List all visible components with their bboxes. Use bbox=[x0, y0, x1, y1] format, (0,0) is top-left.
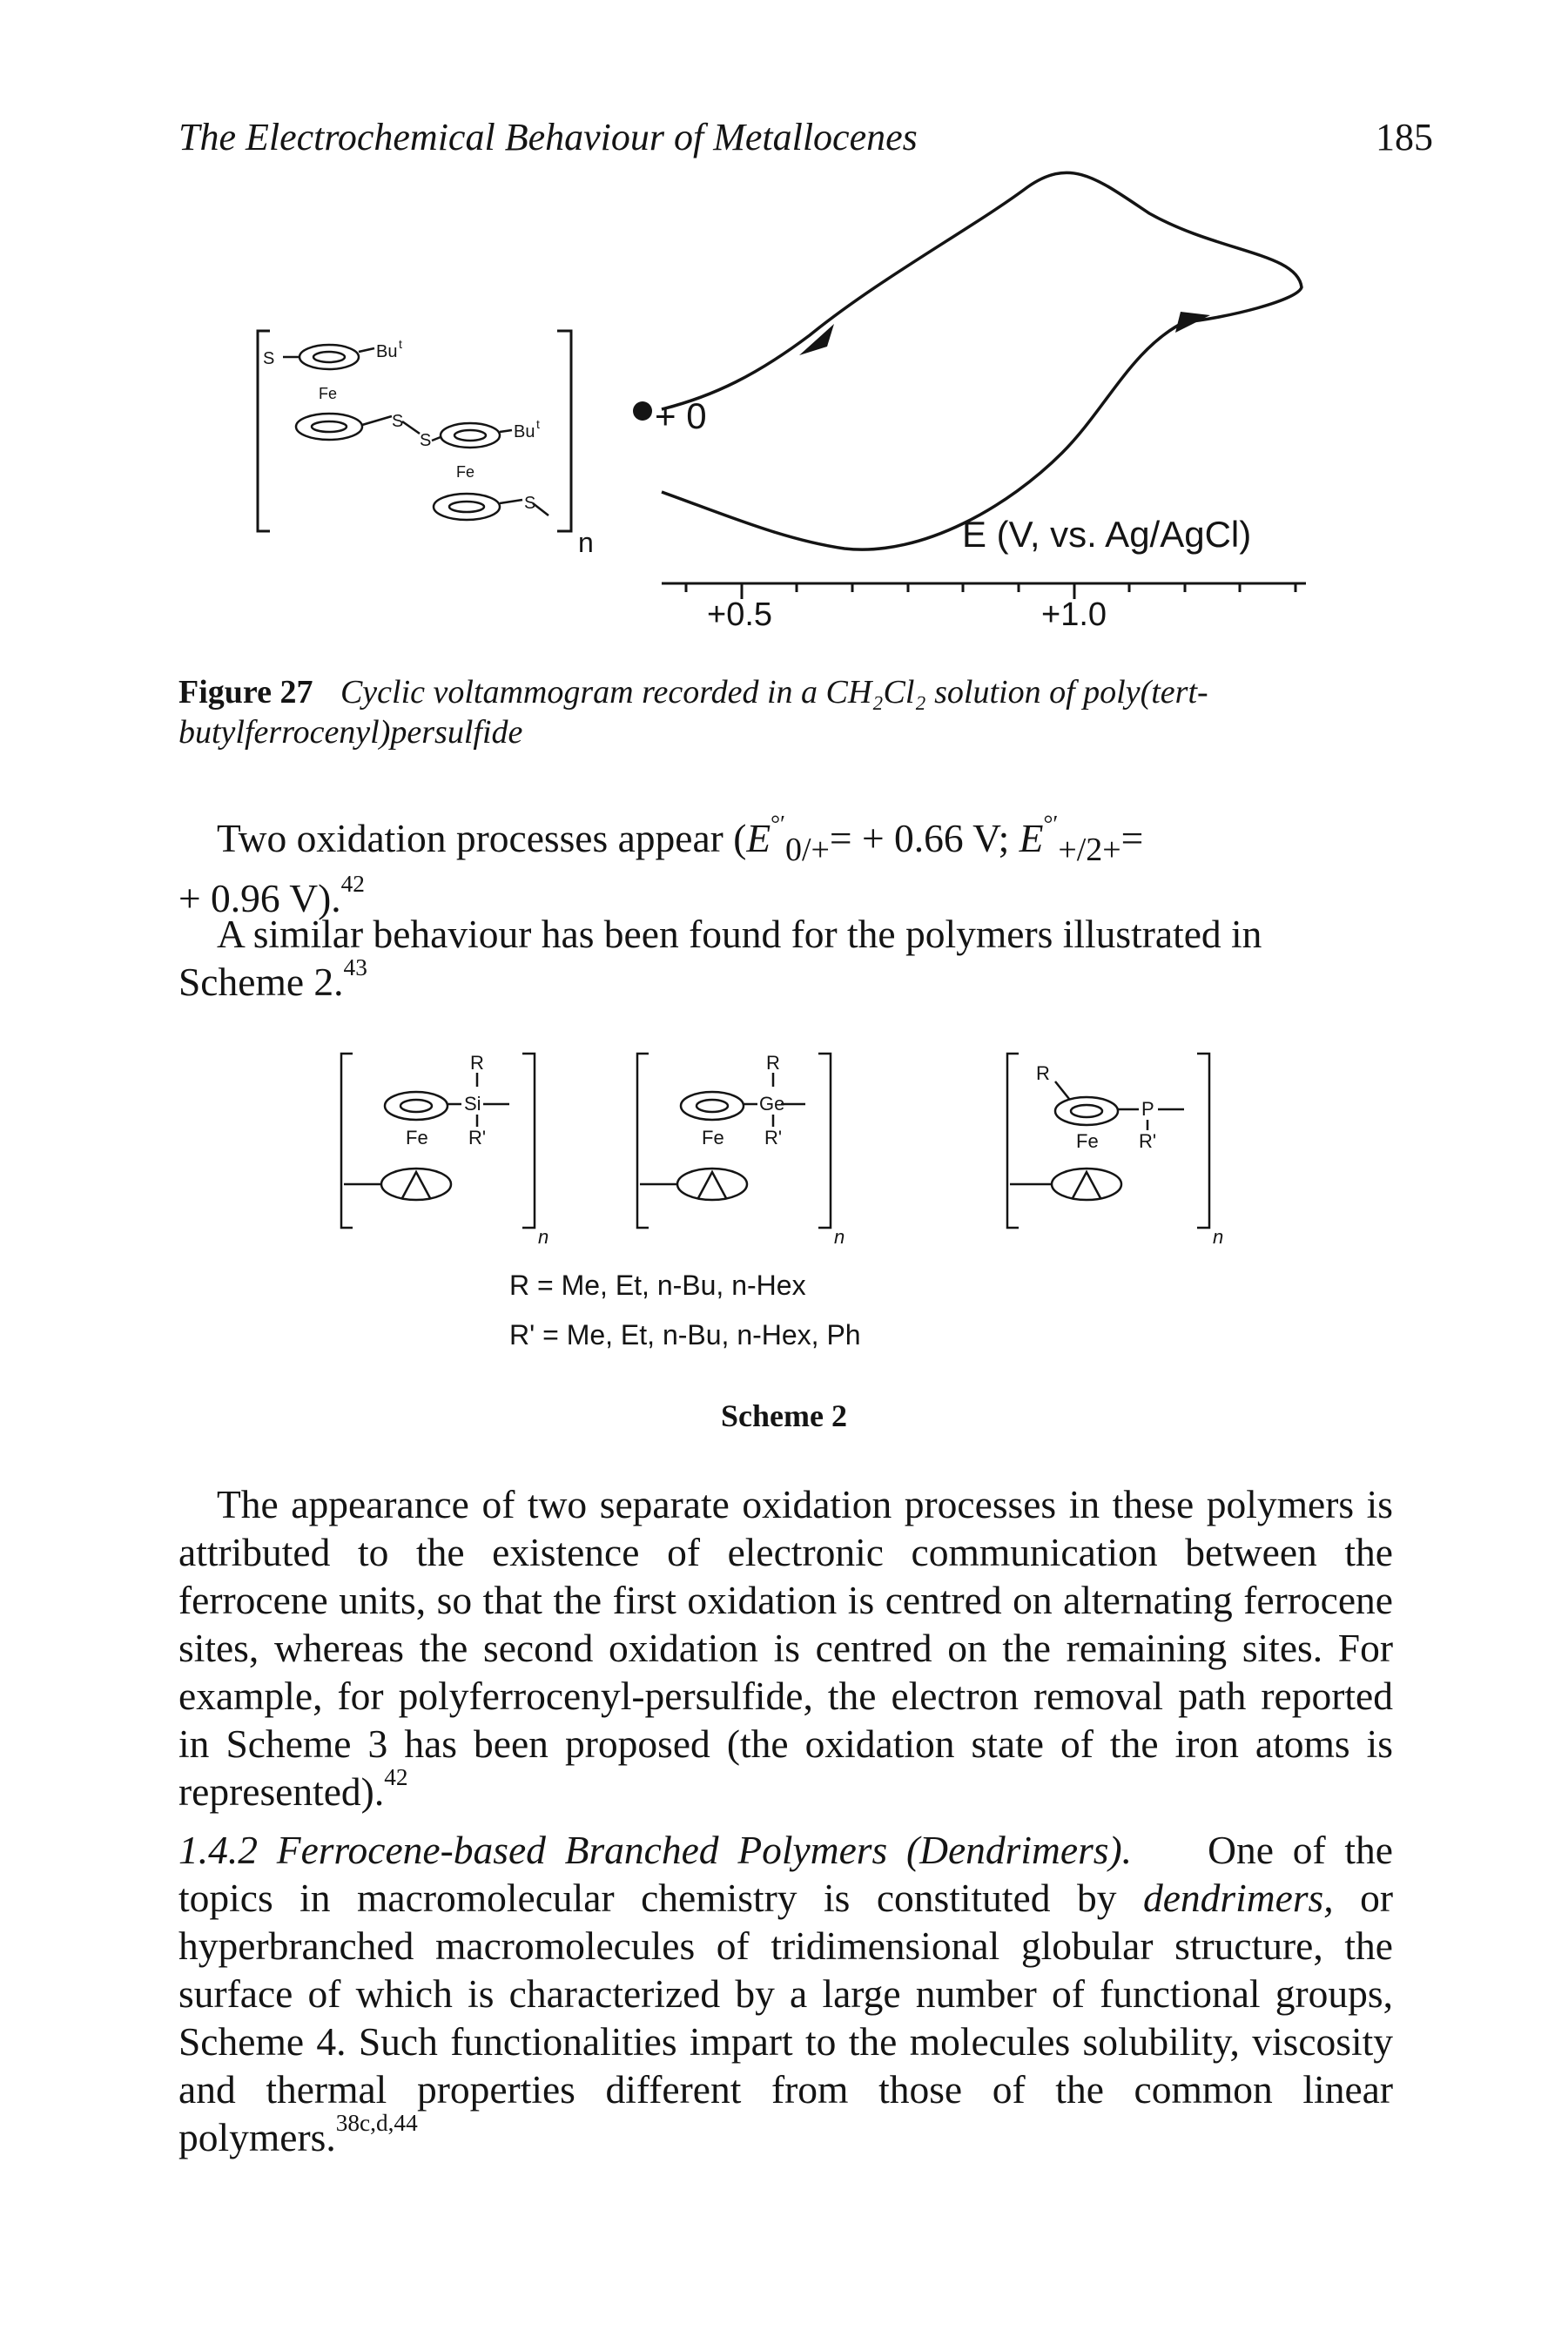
r-prime-definition: R' = Me, Et, n-Bu, n-Hex, Ph bbox=[509, 1319, 861, 1351]
label-but1: Bu bbox=[376, 342, 397, 361]
s2-u3-p: P bbox=[1141, 1098, 1154, 1120]
start-marker-label: + 0 bbox=[655, 395, 707, 436]
tick-label-1: +1.0 bbox=[1041, 596, 1107, 633]
figure-caption-text: Cyclic voltammogram recorded in a CH₂Cl₂… bbox=[178, 674, 1208, 751]
s2-u1-r: R bbox=[470, 1052, 484, 1074]
axis-label: E (V, vs. Ag/AgCl) bbox=[962, 514, 1251, 555]
section-heading: 1.4.2 Ferrocene-based Branched Polymers … bbox=[178, 1828, 1133, 1872]
persulfide-structure-labels: S Bu t Fe S S Bu t Fe S n bbox=[263, 337, 594, 558]
e1-symbol: E bbox=[746, 816, 771, 860]
label-s4: S bbox=[524, 494, 535, 513]
s2-u3-n: n bbox=[1213, 1226, 1223, 1248]
paragraph-similar-behaviour: A similar behaviour has been found for t… bbox=[178, 910, 1393, 1012]
s2-u2-r: R bbox=[766, 1052, 780, 1074]
e2-symbol: E bbox=[1019, 816, 1044, 860]
e2-subscript: +/2+ bbox=[1058, 832, 1121, 869]
para3-ref: 42 bbox=[384, 1763, 408, 1790]
potential-axis bbox=[662, 582, 1306, 599]
s2-u1-fe: Fe bbox=[406, 1127, 428, 1149]
scheme-2-structures: R Si R' Fe n R Ge R' Fe n R P R' Fe n bbox=[340, 1052, 1223, 1248]
figure-caption: Figure 27 Cyclic voltammogram recorded i… bbox=[178, 672, 1397, 752]
label-n: n bbox=[578, 527, 594, 558]
persulfide-structure bbox=[256, 329, 573, 533]
s2-u3-rp: R' bbox=[1139, 1130, 1156, 1152]
label-t1: t bbox=[399, 337, 402, 351]
label-t2: t bbox=[536, 417, 540, 431]
section-dendrimers: 1.4.2 Ferrocene-based Branched Polymers … bbox=[178, 1826, 1393, 2167]
label-fe1: Fe bbox=[319, 385, 337, 402]
label-fe2: Fe bbox=[456, 463, 474, 481]
s2-u2-fe: Fe bbox=[702, 1127, 724, 1149]
scheme-caption: Scheme 2 bbox=[721, 1398, 847, 1433]
label-but2: Bu bbox=[514, 422, 535, 441]
cv-arrow-forward bbox=[799, 324, 834, 355]
s2-u3-r: R bbox=[1036, 1062, 1050, 1084]
e2-value: = bbox=[1120, 816, 1144, 860]
e2-superscript: °′ bbox=[1043, 810, 1059, 837]
para2-text: A similar behaviour has been found for t… bbox=[178, 912, 1262, 1004]
s2-u2-rp: R' bbox=[764, 1127, 782, 1149]
tick-label-0: +0.5 bbox=[707, 596, 772, 633]
voltammogram bbox=[661, 171, 1303, 551]
cv-curve bbox=[661, 171, 1303, 551]
label-s1: S bbox=[263, 349, 274, 368]
s2-u1-si: Si bbox=[464, 1093, 481, 1115]
e1-value: = + 0.66 V; bbox=[829, 816, 1020, 860]
label-s2: S bbox=[392, 412, 403, 431]
r-definition: R = Me, Et, n-Bu, n-Hex bbox=[509, 1270, 806, 1301]
running-title: The Electrochemical Behaviour of Metallo… bbox=[178, 116, 918, 158]
s2-u3-fe: Fe bbox=[1076, 1130, 1099, 1152]
s2-u1-n: n bbox=[538, 1226, 548, 1248]
figure-label: Figure 27 bbox=[178, 674, 313, 711]
figure-27: S Bu t Fe S S Bu t Fe S n + 0 E (V, vs. … bbox=[256, 171, 1306, 633]
label-s3: S bbox=[420, 431, 431, 450]
section-text-a: One of the topics in macromolecular chem… bbox=[178, 1828, 1393, 1920]
e1-superscript: °′ bbox=[771, 810, 786, 837]
section-ref: 38c,d,44 bbox=[335, 2109, 418, 2136]
para3-text: The appearance of two separate oxidation… bbox=[178, 1482, 1393, 1814]
e1-subscript: 0/+ bbox=[785, 832, 830, 869]
para1-ref: 42 bbox=[340, 870, 365, 897]
s2-u2-ge: Ge bbox=[759, 1093, 784, 1115]
para1-line2: + 0.96 V). bbox=[178, 876, 341, 921]
s2-u1-rp: R' bbox=[468, 1127, 486, 1149]
page-number: 185 bbox=[1376, 116, 1433, 158]
s2-u2-n: n bbox=[834, 1226, 845, 1248]
paragraph-oxidation-potentials: Two oxidation processes appear (E°′0/+= … bbox=[178, 810, 1393, 928]
para1-text: Two oxidation processes appear ( bbox=[217, 816, 747, 860]
section-text-b: or hyperbranched macromolecules of tridi… bbox=[178, 1876, 1393, 2159]
cv-arrow-reverse bbox=[1175, 312, 1210, 333]
paragraph-electronic-communication: The appearance of two separate oxidation… bbox=[178, 1480, 1393, 1822]
section-term: dendrimers, bbox=[1142, 1876, 1334, 1920]
start-point-marker bbox=[633, 401, 652, 421]
para2-ref: 43 bbox=[343, 953, 367, 980]
